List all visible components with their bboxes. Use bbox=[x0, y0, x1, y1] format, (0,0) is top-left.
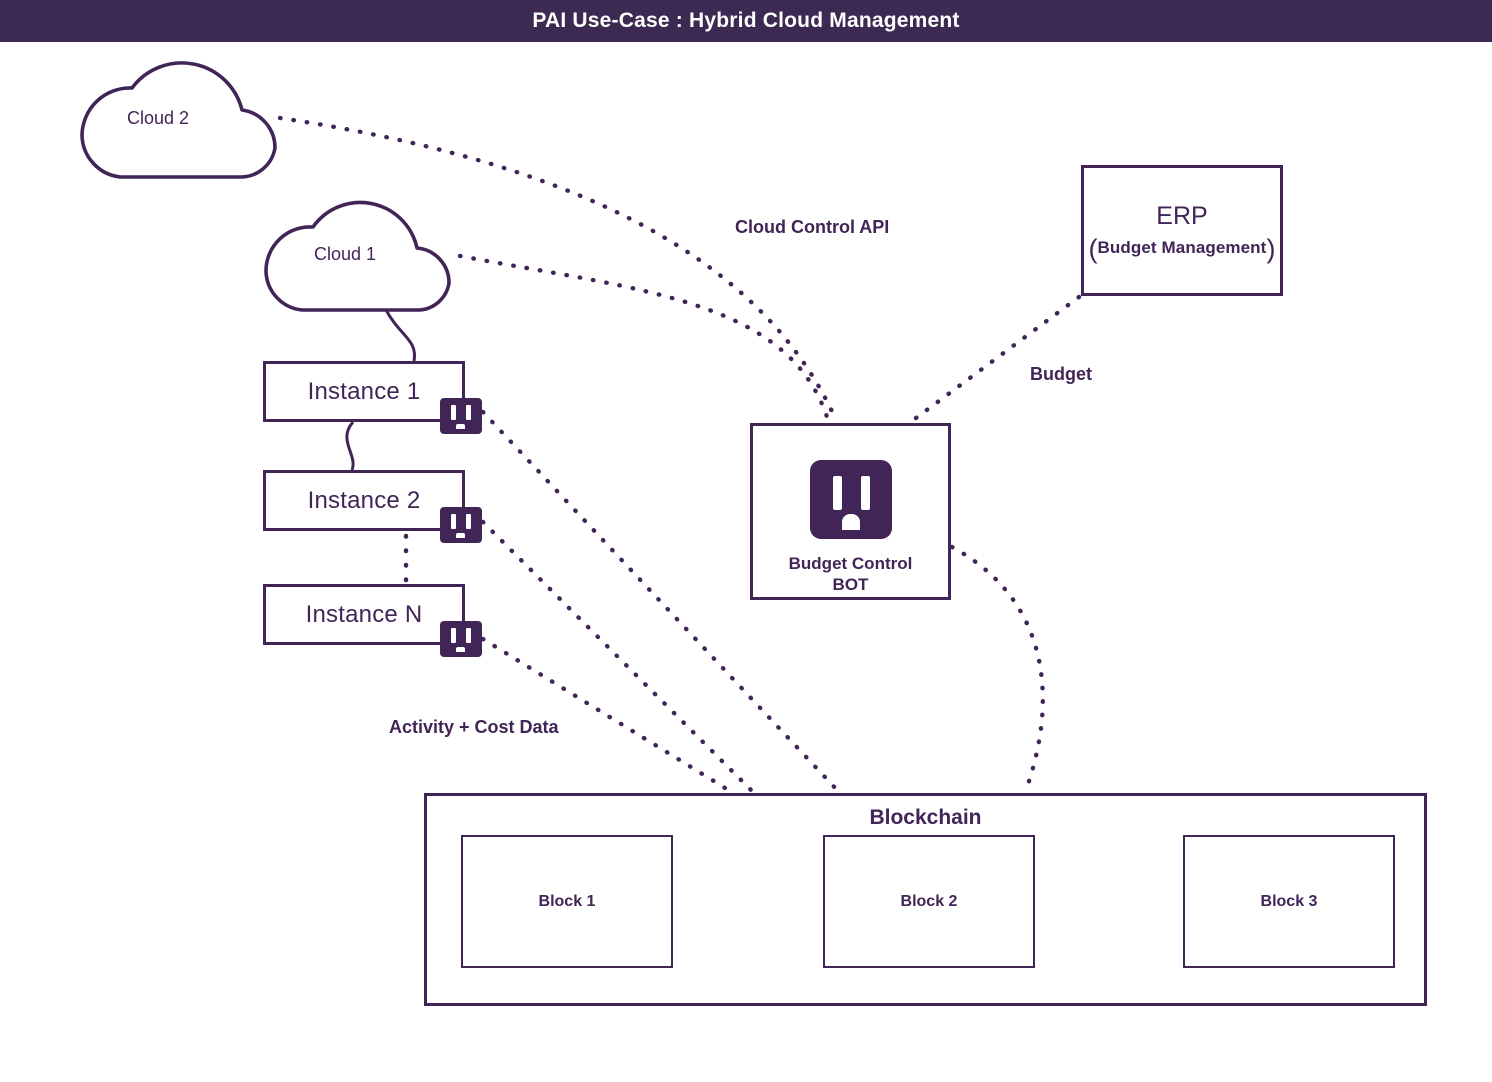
block-2-label: Block 2 bbox=[900, 892, 958, 910]
instance-n-label: Instance N bbox=[305, 600, 423, 628]
erp-node[interactable]: ERP ( Budget Management ) bbox=[1081, 165, 1283, 296]
socket-slot-left bbox=[451, 628, 456, 643]
block-1-label: Block 1 bbox=[538, 892, 596, 910]
power-socket-icon bbox=[809, 460, 892, 539]
bot-label-line-2: BOT bbox=[832, 575, 869, 595]
blockchain-title: Blockchain bbox=[869, 806, 982, 829]
link-instance1-instance2 bbox=[345, 421, 355, 471]
bot-label-line-1: Budget Control bbox=[788, 554, 913, 573]
link-erp-bot bbox=[909, 294, 1082, 424]
socket-slot-left bbox=[832, 476, 842, 510]
edge-label-activity-cost-data: Activity + Cost Data bbox=[389, 717, 559, 737]
block-3-node[interactable]: Block 3 bbox=[1183, 835, 1395, 968]
socket-slot-left bbox=[451, 514, 456, 529]
socket-ground-pin bbox=[841, 514, 860, 530]
instance-1-node[interactable]: Instance 1 bbox=[263, 361, 465, 422]
link-cloud1-bot bbox=[457, 253, 831, 423]
link-bot-blockchain bbox=[949, 544, 1046, 793]
edge-label-budget: Budget bbox=[1030, 364, 1092, 384]
instance-1-label: Instance 1 bbox=[307, 377, 421, 405]
budget-control-bot-label: Budget Control BOT bbox=[789, 553, 913, 596]
block-3-label: Block 3 bbox=[1260, 892, 1318, 910]
blockchain-container: Blockchain Block 1 Block 2 Block 3 bbox=[424, 793, 1427, 1006]
power-socket-icon bbox=[440, 621, 482, 657]
link-cloud1-instance1 bbox=[384, 309, 417, 362]
power-socket-icon bbox=[440, 398, 482, 434]
power-socket-icon bbox=[440, 507, 482, 543]
socket-ground-pin bbox=[456, 647, 465, 652]
budget-control-bot-node[interactable]: Budget Control BOT bbox=[750, 423, 951, 600]
socket-slot-right bbox=[466, 514, 471, 529]
socket-slot-left bbox=[451, 405, 456, 420]
cloud-2-label: Cloud 2 bbox=[127, 108, 190, 128]
instance-2-node[interactable]: Instance 2 bbox=[263, 470, 465, 531]
cloud-1-label: Cloud 1 bbox=[314, 244, 377, 264]
erp-subtitle: Budget Management bbox=[1097, 237, 1267, 257]
erp-subtitle-row: ( Budget Management ) bbox=[1088, 233, 1276, 264]
link-instance2-blockchain bbox=[480, 519, 755, 794]
erp-title: ERP bbox=[1156, 202, 1208, 231]
instance-2-label: Instance 2 bbox=[307, 486, 421, 514]
page-title-bar: PAI Use-Case : Hybrid Cloud Management bbox=[0, 0, 1492, 42]
link-instancen-blockchain bbox=[480, 636, 733, 794]
socket-ground-pin bbox=[456, 533, 465, 538]
block-1-node[interactable]: Block 1 bbox=[461, 835, 673, 968]
edge-label-cloud-control-api: Cloud Control API bbox=[735, 217, 890, 237]
socket-ground-pin bbox=[456, 424, 465, 429]
instance-n-node[interactable]: Instance N bbox=[263, 584, 465, 645]
socket-slot-right bbox=[466, 405, 471, 420]
block-2-node[interactable]: Block 2 bbox=[823, 835, 1035, 968]
socket-slot-right bbox=[466, 628, 471, 643]
socket-slot-right bbox=[860, 476, 870, 510]
page-title: PAI Use-Case : Hybrid Cloud Management bbox=[532, 9, 960, 32]
